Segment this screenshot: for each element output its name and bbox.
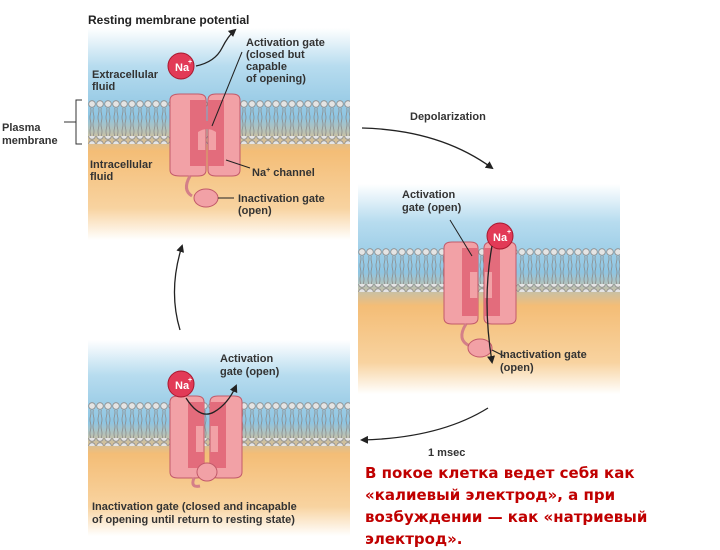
sodium-ion — [167, 52, 195, 80]
sodium-ion-charge: + — [188, 59, 192, 66]
depolarization-arrow — [361, 127, 494, 170]
recovery-arrow — [173, 244, 184, 331]
time-label: 1 msec — [428, 447, 465, 459]
sodium-ion-label: Na — [175, 380, 190, 392]
sodium-ion-charge: + — [507, 229, 511, 236]
inactivation-gate-plug — [196, 462, 218, 482]
inactivation-gate-label: Inactivation gate (open) — [238, 193, 328, 217]
inactivation-gate-ball — [467, 338, 493, 358]
channel-leader — [225, 159, 251, 169]
panel-depolarized: Na + Activation gate (open) Inactivation… — [358, 184, 620, 394]
time-arrow — [360, 407, 489, 444]
activation-gate-closed — [198, 121, 216, 132]
sodium-ion-label: Na — [175, 62, 190, 74]
panel-inactivated: Na + Activation gate (open) Inactivation… — [88, 340, 350, 536]
inactivation-gate-label: Inactivation gate (closed and incapable … — [92, 501, 300, 526]
sodium-channel-open — [443, 241, 517, 358]
inactivation-gate-ball — [193, 188, 219, 208]
activation-gate-label: Activation gate (open) — [220, 353, 280, 378]
sodium-ion — [167, 370, 195, 398]
plasma-membrane-bracket: Plasma membrane — [2, 99, 82, 147]
panel-resting: Na + Resting membrane potential Extracel… — [88, 13, 350, 240]
sodium-channel — [169, 93, 241, 208]
sodium-ion-charge: + — [188, 377, 192, 384]
sodium-ion-label: Na — [493, 232, 508, 244]
depolarization-label: Depolarization — [410, 111, 486, 123]
caption-text: В покое клетка ведет себя как «калиевый … — [365, 464, 648, 548]
inactivation-gate-label: Inactivation gate (open) — [500, 349, 590, 374]
channel-label: Na+ channel — [252, 167, 315, 179]
activation-gate-label: Activation gate (closed but capable of o… — [246, 37, 328, 85]
activation-gate-leader — [449, 219, 473, 257]
activation-gate-label: Activation gate (open) — [402, 189, 462, 214]
ion-influx-arrow — [486, 245, 495, 364]
activation-gate-leader — [211, 51, 243, 127]
extracellular-label: Extracellular fluid — [92, 69, 161, 93]
plasma-membrane-label: Plasma membrane — [2, 122, 58, 147]
panel-title: Resting membrane potential — [88, 13, 249, 27]
sodium-channel-inactivated — [169, 395, 243, 488]
ion-arrow-blocked — [185, 384, 238, 415]
intracellular-label: Intracellular fluid — [90, 159, 155, 183]
ion-arrow-blocked — [195, 28, 237, 67]
sodium-ion — [486, 222, 514, 250]
inactivation-gate-leader — [491, 349, 505, 357]
